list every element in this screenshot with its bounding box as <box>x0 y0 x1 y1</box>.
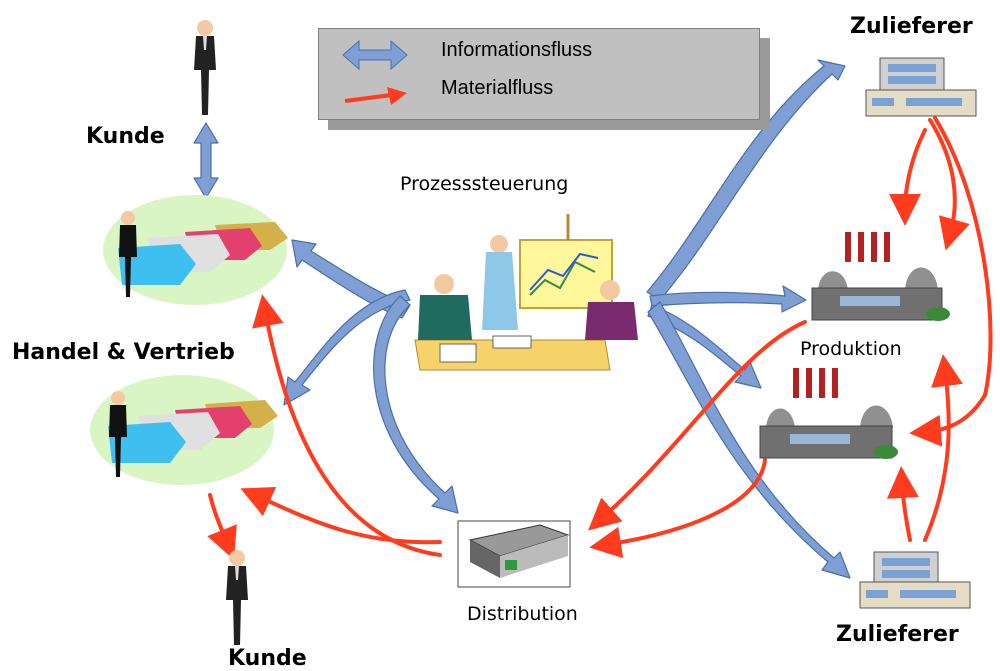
meeting-illustration <box>414 214 638 371</box>
handel-vertrieb-label: Handel & Vertrieb <box>12 340 235 365</box>
material-arrow-zulieferer-bottom-produktion <box>923 354 963 542</box>
info-arrow-prozess-produktion2 <box>647 304 762 389</box>
material-arrow-distribution-handel2 <box>240 487 442 545</box>
factory-top <box>811 232 950 321</box>
material-arrow-handel-kunde <box>207 493 237 560</box>
zulieferer-top-label: Zulieferer <box>850 14 973 39</box>
distribution-label: Distribution <box>467 603 578 625</box>
information-flows <box>193 59 851 579</box>
kunde-bottom-label: Kunde <box>228 646 307 671</box>
material-arrow-zulieferer-bottom-produktion2 <box>886 466 919 542</box>
zulieferer-top-building <box>865 57 977 117</box>
info-arrow-prozess-zulieferer-bottom <box>647 301 851 579</box>
material-arrow-zulieferer-produktion <box>928 118 970 251</box>
material-arrow-produktion2-distribution <box>589 458 767 559</box>
material-arrow-zulieferer-left <box>889 128 927 226</box>
info-arrow-prozess-distribution <box>373 295 459 514</box>
material-arrow-distribution-handel <box>252 294 442 557</box>
material-flows <box>207 116 993 560</box>
distribution-warehouse <box>457 520 571 588</box>
zulieferer-bottom-building <box>859 551 971 609</box>
car-dealer-bottom <box>90 375 278 485</box>
material-arrow-produktion-distribution <box>588 320 807 531</box>
material-arrow-zulieferer-produktion2 <box>909 116 993 447</box>
car-dealer-top <box>103 195 288 305</box>
kunde-top-figure <box>194 20 216 115</box>
kunde-top-label: Kunde <box>86 124 165 149</box>
info-double-arrow-icon <box>342 39 408 71</box>
zulieferer-bottom-label: Zulieferer <box>836 622 959 647</box>
legend-icons <box>342 39 408 105</box>
legend-box: Informationsfluss Materialfluss <box>318 28 760 120</box>
info-arrow-kunde-handel <box>193 122 219 199</box>
prozesssteuerung-label: Prozesssteuerung <box>400 173 569 195</box>
factory-bottom <box>759 368 898 459</box>
produktion-label: Produktion <box>800 338 902 360</box>
legend-material-label: Materialfluss <box>441 77 554 99</box>
info-arrow-zulieferer-top-prozess <box>646 59 846 301</box>
kunde-bottom-figure <box>226 550 248 645</box>
info-arrow-prozess-produktion <box>649 285 807 313</box>
legend-info-label: Informationsfluss <box>441 39 593 61</box>
material-arrow-icon <box>344 93 392 103</box>
